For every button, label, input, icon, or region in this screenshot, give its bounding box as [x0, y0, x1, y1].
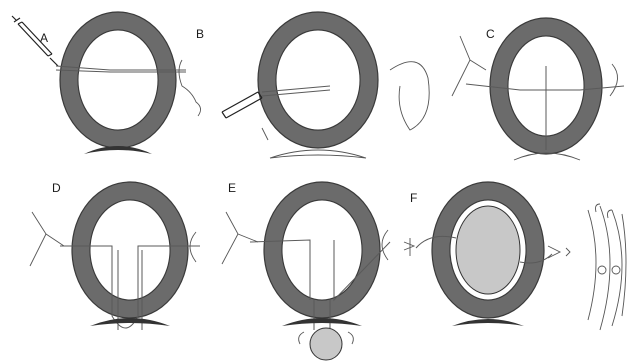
instrument-panel-c [452, 36, 486, 96]
base-panel-a [84, 146, 152, 154]
base-panel-f [452, 319, 524, 326]
balloon-panel-e [310, 328, 342, 360]
tissue-flap-panel-c [610, 64, 618, 96]
base-panel-d [90, 318, 170, 326]
knot-detail-1 [598, 266, 606, 274]
tissue-flap-panel-d [190, 232, 196, 262]
opening-panel-a [78, 30, 158, 130]
balloon-panel-f [456, 206, 520, 294]
panel-f: F [404, 182, 570, 326]
panel-label-d: D [52, 181, 61, 195]
panel-label-b: B [196, 27, 204, 41]
panel-label-e: E [228, 181, 236, 195]
instrument-panel-e [222, 212, 258, 264]
panel-d: D [30, 181, 200, 330]
instrument-panel-d [30, 212, 64, 266]
panel-label-c: C [486, 27, 495, 41]
panel-label-f: F [410, 191, 417, 205]
panel-b: B [196, 12, 429, 158]
knot-detail-2 [612, 266, 620, 274]
syringe-icon [222, 92, 262, 118]
opening-panel-b [276, 30, 360, 130]
panel-a: A [12, 12, 201, 154]
base-panel-b [270, 150, 366, 158]
panel-e: E [222, 181, 390, 360]
knot-left-panel-f [404, 238, 414, 256]
suture-lines-detail [588, 206, 626, 330]
suture-detail [588, 204, 626, 330]
tissue-flap-panel-b [390, 62, 429, 130]
opening-panel-e [282, 200, 362, 300]
knot-right-panel-f [548, 246, 570, 258]
panel-c: C [452, 18, 624, 160]
opening-panel-d [90, 200, 170, 300]
syringe-needle [50, 58, 58, 66]
retractor-panel-b [262, 128, 268, 140]
tissue-flap-panel-a [179, 60, 201, 116]
base-panel-e [282, 318, 362, 326]
